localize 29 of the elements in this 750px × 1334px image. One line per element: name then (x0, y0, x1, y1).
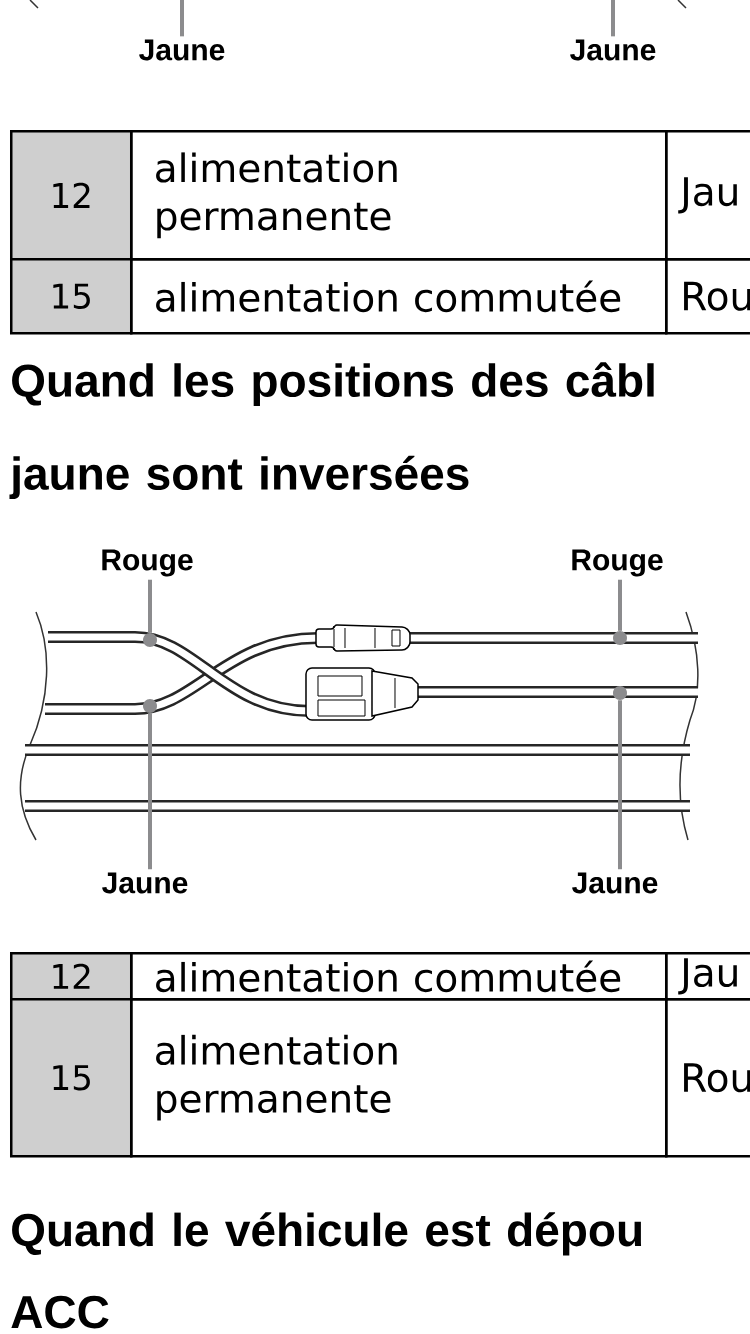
connection-dot (143, 633, 157, 647)
wire-label: Jaune (570, 39, 656, 61)
table-cell: Jau (665, 952, 750, 1001)
wire-label: Jaune (102, 872, 188, 894)
table-cell: alimentation permanente (130, 998, 668, 1158)
table-cell: alimentation commutée (130, 258, 668, 335)
table-cell: Rou (665, 998, 750, 1158)
leader-line (618, 700, 622, 870)
section-heading: Quand le véhicule est dépou ACC (11, 1212, 642, 1329)
leader-line (180, 0, 184, 37)
section-heading: Quand les positions des câbl jaune sont inversées (9, 362, 654, 500)
wire-label: Jaune (139, 39, 225, 61)
table-cell: Jau (665, 130, 750, 261)
wire-label: Rouge (102, 549, 193, 577)
table-cell: 15 (10, 258, 133, 335)
table-cell: 12 (10, 130, 133, 261)
wire-label: Jaune (572, 872, 658, 894)
table-cell: alimentation commutée (130, 952, 668, 1001)
wire-label: Rouge (572, 549, 663, 577)
connection-dot (613, 686, 627, 700)
table-cell: Rou (665, 258, 750, 335)
table-cell: alimentation permanente (130, 130, 668, 261)
leader-line (148, 579, 152, 633)
leader-line (618, 579, 622, 631)
table-cell: 12 (10, 952, 133, 1001)
leader-line (611, 0, 615, 37)
leader-line (148, 713, 152, 870)
connection-dot (143, 699, 157, 713)
connection-dot (613, 631, 627, 645)
